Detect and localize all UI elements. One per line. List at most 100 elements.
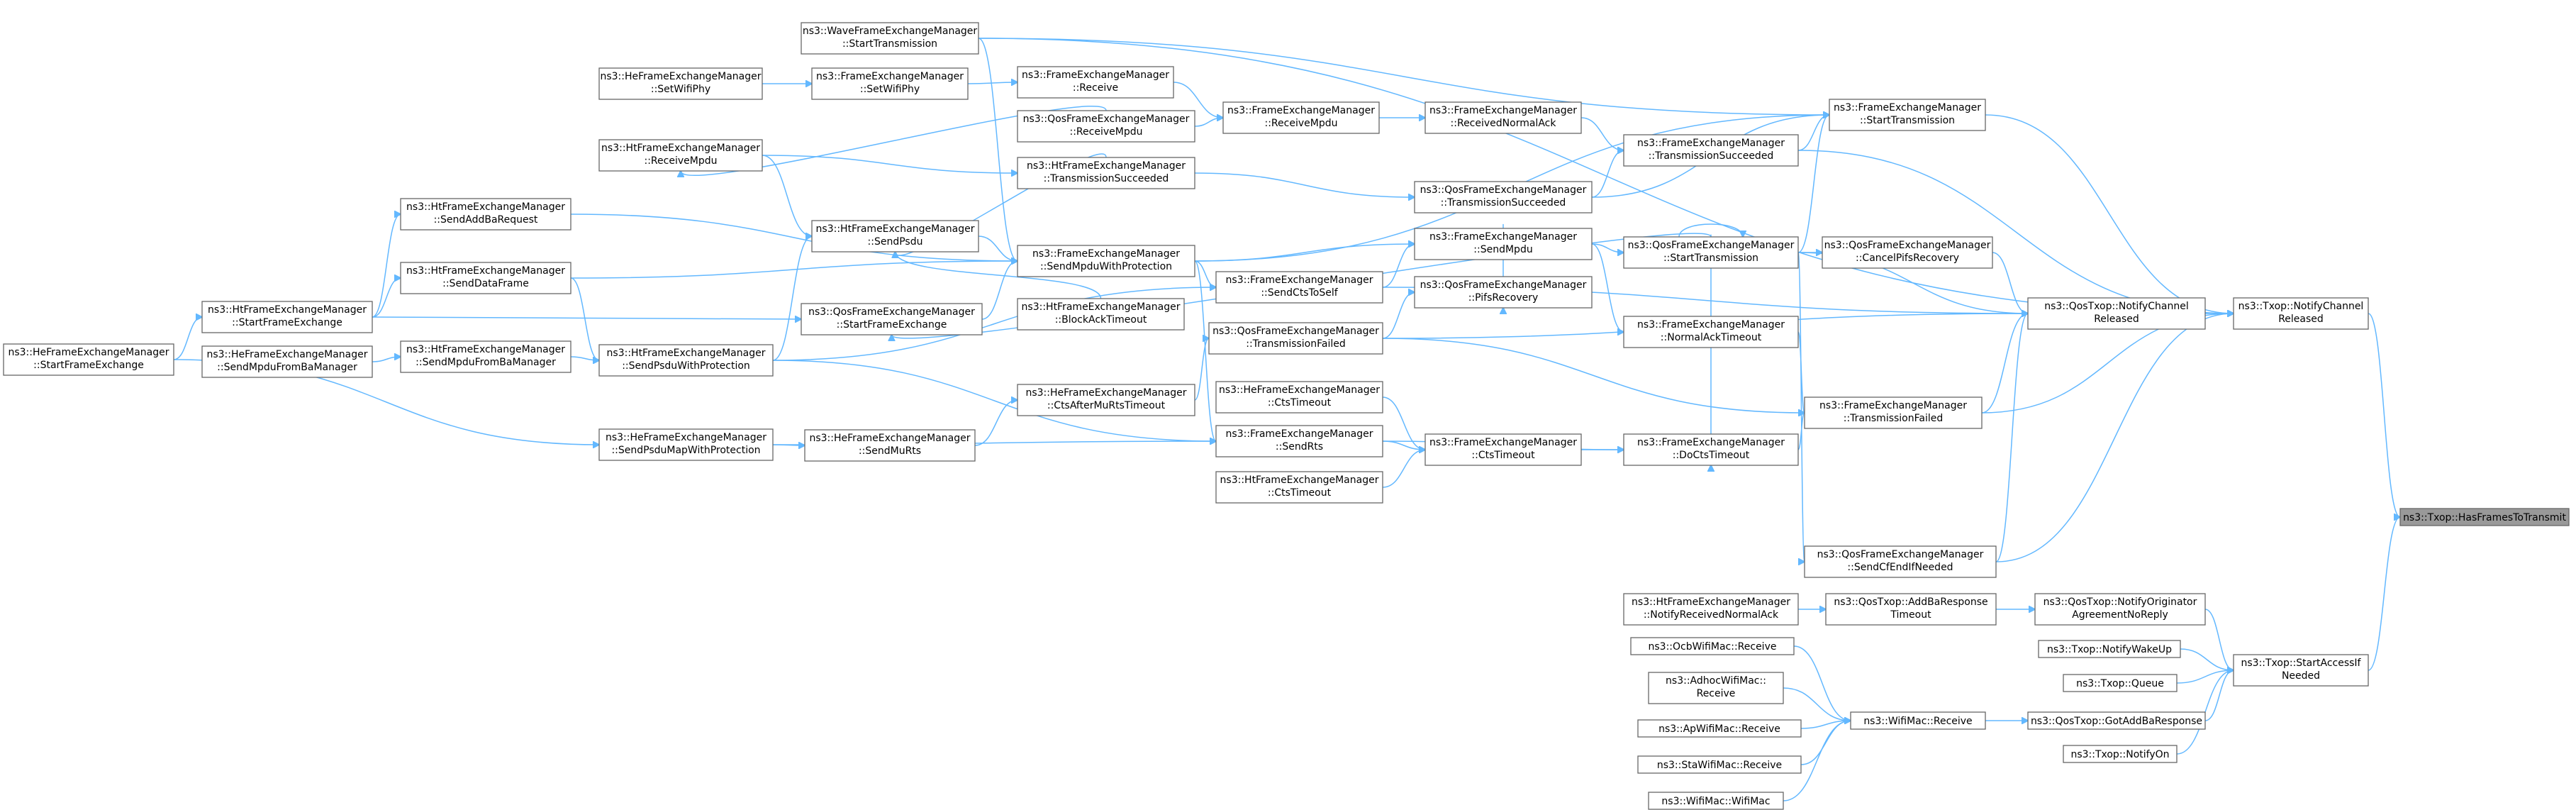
node-fem_smwp[interactable]: ns3::FrameExchangeManager::SendMpduWithP… <box>1017 245 1195 277</box>
node-label: ns3::FrameExchangeManager <box>1022 70 1169 81</box>
edge-txop_ncr-to-root <box>2368 313 2400 517</box>
node-label: ns3::FrameExchangeManager <box>1429 231 1577 243</box>
node-hem_smfb[interactable]: ns3::HeFrameExchangeManager::SendMpduFro… <box>201 345 373 378</box>
node-adhoc_rcv[interactable]: ns3::AdhocWifiMac::Receive <box>1648 672 1784 704</box>
node-label: ::SendAddBaRequest <box>434 214 538 226</box>
node-hem_swp[interactable]: ns3::HeFrameExchangeManager::SetWifiPhy <box>598 67 763 100</box>
node-wfem_st[interactable]: ns3::WaveFrameExchangeManager::StartTran… <box>801 22 979 55</box>
node-box <box>1222 101 1380 134</box>
node-box <box>1414 276 1593 309</box>
node-ocb_rcv[interactable]: ns3::OcbWifiMac::Receive <box>1630 637 1795 655</box>
node-hem_ct[interactable]: ns3::HeFrameExchangeManager::CtsTimeout <box>1215 381 1383 414</box>
node-label: ns3::OcbWifiMac::Receive <box>1649 641 1777 653</box>
node-box <box>1017 245 1195 277</box>
node-box <box>400 198 571 231</box>
node-wmac_wmac[interactable]: ns3::WifiMac::WifiMac <box>1648 792 1784 810</box>
node-txop_non[interactable]: ns3::Txop::NotifyOn <box>2063 745 2178 763</box>
node-fem_swp[interactable]: ns3::FrameExchangeManager::SetWifiPhy <box>811 67 969 100</box>
node-box <box>1648 792 1784 810</box>
node-wmac_rcv[interactable]: ns3::WifiMac::Receive <box>1850 711 1986 730</box>
node-fem_st[interactable]: ns3::FrameExchangeManager::StartTransmis… <box>1829 99 1986 131</box>
node-fem_sr[interactable]: ns3::FrameExchangeManager::SendRts <box>1215 425 1383 457</box>
node-qfem_rm[interactable]: ns3::QosFrameExchangeManager::ReceiveMpd… <box>1017 110 1195 143</box>
node-fem_nat[interactable]: ns3::FrameExchangeManager::NormalAckTime… <box>1623 316 1799 348</box>
node-qfem_st[interactable]: ns3::QosFrameExchangeManager::StartTrans… <box>1623 236 1799 269</box>
node-htm_nrna[interactable]: ns3::HtFrameExchangeManager::NotifyRecei… <box>1623 593 1799 626</box>
node-htm_sdf[interactable]: ns3::HtFrameExchangeManager::SendDataFra… <box>400 262 571 294</box>
node-box <box>1630 637 1795 655</box>
node-fem_rcv[interactable]: ns3::FrameExchangeManager::Receive <box>1017 66 1174 99</box>
node-label: ::StartFrameExchange <box>232 317 342 328</box>
node-fem_scts[interactable]: ns3::FrameExchangeManager::SendCtsToSelf <box>1215 271 1383 304</box>
node-hem_camrt[interactable]: ns3::HeFrameExchangeManager::CtsAfterMuR… <box>1017 384 1195 416</box>
node-qfem_cpr[interactable]: ns3::QosFrameExchangeManager::CancelPifs… <box>1822 236 1993 269</box>
node-htm_tsu[interactable]: ns3::HtFrameExchangeManager::Transmissio… <box>1017 157 1195 189</box>
node-label: ns3::HtFrameExchangeManager <box>1027 160 1186 172</box>
node-label: ns3::StaWifiMac::Receive <box>1657 760 1782 771</box>
node-label: ns3::WifiMac::WifiMac <box>1661 796 1770 807</box>
node-label: ::TransmissionSucceeded <box>1044 173 1169 184</box>
edge-fem_smwp-to-fem_sr <box>1194 260 1216 441</box>
node-box <box>598 67 763 100</box>
node-qfem_ts[interactable]: ns3::QosFrameExchangeManager::Transmissi… <box>1414 181 1593 213</box>
node-box <box>1623 316 1799 348</box>
node-root[interactable]: ns3::Txop::HasFramesToTransmit <box>2399 508 2570 526</box>
node-box <box>804 429 976 462</box>
node-sta_rcv[interactable]: ns3::StaWifiMac::Receive <box>1637 755 1802 774</box>
node-qfem_tf[interactable]: ns3::QosFrameExchangeManager::Transmissi… <box>1208 322 1383 355</box>
node-htm_sp[interactable]: ns3::HtFrameExchangeManager::SendPsdu <box>811 220 979 253</box>
node-fem_rm[interactable]: ns3::FrameExchangeManager::ReceiveMpdu <box>1222 101 1380 134</box>
node-box <box>201 345 373 378</box>
node-label: ns3::HtFrameExchangeManager <box>607 348 766 359</box>
node-hem_spmwp[interactable]: ns3::HeFrameExchangeManager::SendPsduMap… <box>598 428 774 461</box>
edge-htm_sdf-to-fem_smwp <box>570 261 1017 279</box>
edge-qfem_cpr-to-qtx_ncr <box>1992 252 2028 314</box>
node-htm_sfe[interactable]: ns3::HtFrameExchangeManager::StartFrameE… <box>201 301 373 333</box>
node-fem_sm[interactable]: ns3::FrameExchangeManager::SendMpdu <box>1414 228 1593 260</box>
node-htm_spwp[interactable]: ns3::HtFrameExchangeManager::SendPsduWit… <box>598 344 774 377</box>
node-qfem_scfe[interactable]: ns3::QosFrameExchangeManager::SendCfEndI… <box>1804 545 1997 578</box>
node-htm_rm[interactable]: ns3::HtFrameExchangeManager::ReceiveMpdu <box>598 139 763 172</box>
node-label: ns3::QosFrameExchangeManager <box>808 306 975 318</box>
node-fem_dct[interactable]: ns3::FrameExchangeManager::DoCtsTimeout <box>1623 433 1799 466</box>
node-qfem_sfe[interactable]: ns3::QosFrameExchangeManager::StartFrame… <box>801 303 983 335</box>
node-htm_smfb[interactable]: ns3::HtFrameExchangeManager::SendMpduFro… <box>400 340 571 373</box>
node-hem_smr[interactable]: ns3::HeFrameExchangeManager::SendMuRts <box>804 429 976 462</box>
edge-qfem_scfe-to-qtx_ncr <box>1995 314 2028 562</box>
node-htm_ct[interactable]: ns3::HtFrameExchangeManager::CtsTimeout <box>1215 471 1383 504</box>
node-label: ns3::Txop::Queue <box>2076 678 2164 689</box>
node-hem_sfe[interactable]: ns3::HeFrameExchangeManager::StartFrameE… <box>3 343 174 376</box>
node-qtx_gabr[interactable]: ns3::QosTxop::GotAddBaResponse <box>2027 711 2206 730</box>
node-qfem_pr[interactable]: ns3::QosFrameExchangeManager::PifsRecove… <box>1414 276 1593 309</box>
node-txop_nwu[interactable]: ns3::Txop::NotifyWakeUp <box>2038 640 2181 658</box>
node-fem_ct[interactable]: ns3::FrameExchangeManager::CtsTimeout <box>1424 433 1582 466</box>
node-label: ns3::HtFrameExchangeManager <box>601 143 760 154</box>
node-layer: ns3::Txop::HasFramesToTransmitns3::Txop:… <box>3 22 2570 810</box>
node-htm_sabr[interactable]: ns3::HtFrameExchangeManager::SendAddBaRe… <box>400 198 571 231</box>
node-label: ns3::HtFrameExchangeManager <box>1022 301 1181 313</box>
node-fem_ts[interactable]: ns3::FrameExchangeManager::TransmissionS… <box>1623 134 1799 167</box>
node-fem_tf[interactable]: ns3::FrameExchangeManager::TransmissionF… <box>1804 396 1983 429</box>
edge-fem_scts-to-fem_sm <box>1382 244 1415 288</box>
node-txop_q[interactable]: ns3::Txop::Queue <box>2063 674 2178 692</box>
node-box <box>1623 593 1799 626</box>
node-box <box>1215 471 1383 504</box>
node-qtx_nonr[interactable]: ns3::QosTxop::NotifyOriginatorAgreementN… <box>2034 593 2206 626</box>
edge-wfem_st-to-fem_smwp <box>978 38 1017 261</box>
node-htm_bat[interactable]: ns3::HtFrameExchangeManager::BlockAckTim… <box>1017 298 1185 331</box>
node-ap_rcv[interactable]: ns3::ApWifiMac::Receive <box>1637 719 1802 738</box>
edge-wfem_st-to-txop_ncr <box>978 38 2234 314</box>
node-label: ns3::QosFrameExchangeManager <box>1824 240 1991 251</box>
node-label: ::StartTransmission <box>842 38 937 50</box>
edge-txop_q-to-txop_sai <box>2176 670 2234 684</box>
node-label: ns3::FrameExchangeManager <box>1226 428 1373 440</box>
node-fem_rna[interactable]: ns3::FrameExchangeManager::ReceivedNorma… <box>1424 101 1582 134</box>
node-box <box>811 220 979 253</box>
node-box <box>2027 297 2206 330</box>
edge-qfem_st-to-qfem_st <box>1678 223 1743 237</box>
